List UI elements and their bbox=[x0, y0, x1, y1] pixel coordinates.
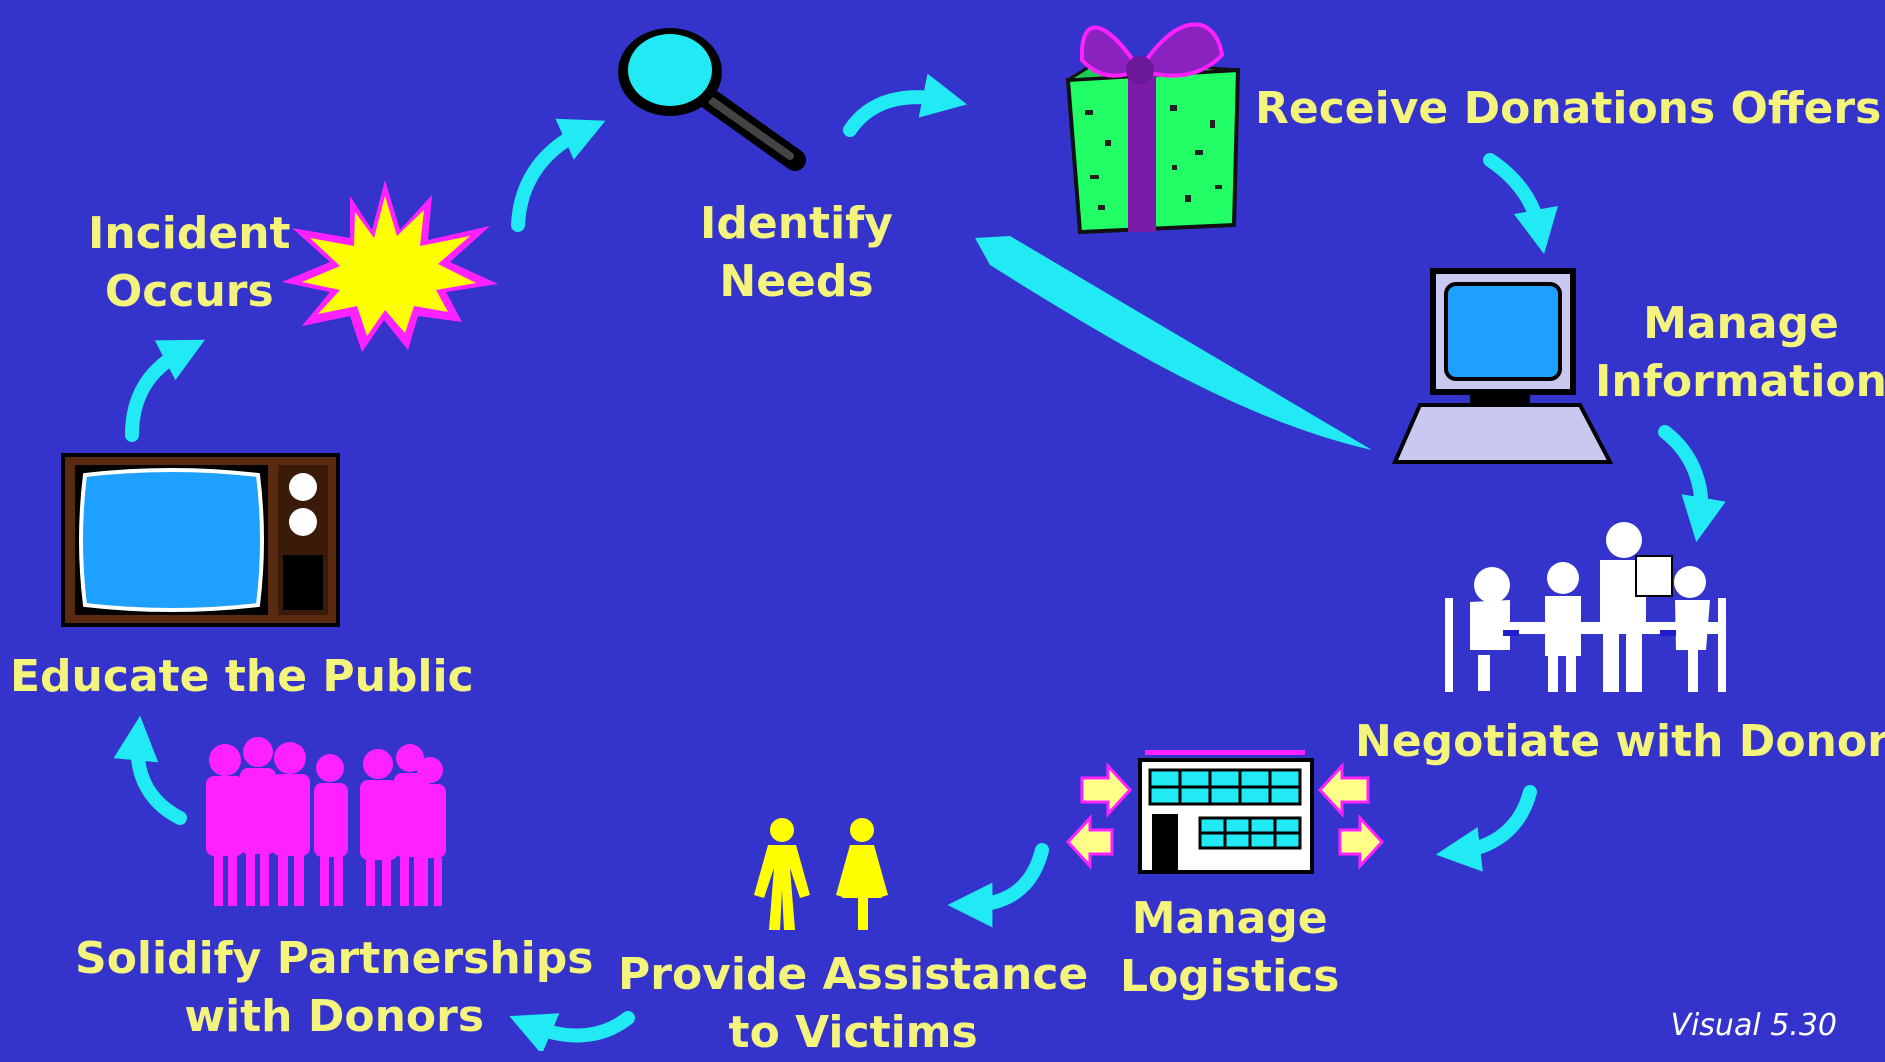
step-provide-assistance: Provide Assistance to Victims bbox=[618, 946, 1088, 1062]
meeting-icon bbox=[1445, 522, 1726, 692]
receive-label: Receive Donations Offers bbox=[1255, 83, 1882, 134]
starburst-icon bbox=[282, 180, 498, 352]
logistics-label-line2: Logistics bbox=[1120, 951, 1340, 1002]
educate-label: Educate the Public bbox=[10, 651, 474, 702]
warehouse-icon bbox=[1065, 750, 1385, 874]
incident-label-line1: Incident bbox=[88, 208, 291, 259]
identify-label-line2: Needs bbox=[719, 256, 874, 307]
identify-label-line1: Identify bbox=[700, 198, 893, 249]
arrow-negotiate-to-logistics bbox=[1435, 785, 1537, 872]
assistance-label-line2: to Victims bbox=[728, 1007, 978, 1058]
solidify-label-line1: Solidify Partnerships bbox=[75, 933, 594, 984]
logistics-label-line1: Manage bbox=[1131, 893, 1328, 944]
arrow-identify-to-receive bbox=[843, 73, 967, 137]
step-manage-information: Manage Information bbox=[1595, 295, 1885, 411]
arrow-educate-to-incident bbox=[125, 339, 205, 442]
manage-info-label-line1: Manage bbox=[1643, 298, 1839, 349]
step-educate-public: Educate the Public bbox=[10, 648, 474, 706]
crowd-icon bbox=[206, 737, 446, 906]
television-icon bbox=[61, 453, 340, 627]
people-icon bbox=[754, 818, 888, 930]
step-manage-logistics: Manage Logistics bbox=[1120, 890, 1339, 1006]
gift-icon bbox=[1065, 22, 1241, 235]
flow-arrows bbox=[113, 73, 1726, 1051]
arrow-logistics-to-assistance bbox=[947, 843, 1049, 928]
step-identify-needs: Identify Needs bbox=[700, 195, 893, 311]
arrow-computer-to-meeting bbox=[1658, 425, 1726, 543]
arrow-solidify-to-educate bbox=[113, 715, 187, 825]
arrow-computer-to-identify bbox=[975, 236, 1372, 450]
computer-icon bbox=[1391, 268, 1614, 464]
solidify-label-line2: with Donors bbox=[184, 991, 485, 1042]
visual-number: Visual 5.30 bbox=[1670, 1008, 1837, 1043]
step-solidify-partnerships: Solidify Partnerships with Donors bbox=[75, 930, 593, 1046]
magnifier-icon bbox=[618, 28, 806, 171]
step-negotiate-donors: Negotiate with Donors bbox=[1355, 713, 1885, 771]
arrow-assistance-to-solidify bbox=[509, 1011, 635, 1051]
step-incident-occurs: Incident Occurs bbox=[88, 205, 291, 321]
step-receive-donations: Receive Donations Offers bbox=[1255, 80, 1881, 138]
assistance-label-line1: Provide Assistance bbox=[618, 949, 1089, 1000]
arrow-incident-to-identify bbox=[511, 118, 606, 232]
negotiate-label: Negotiate with Donors bbox=[1355, 716, 1885, 767]
incident-label-line2: Occurs bbox=[104, 266, 274, 317]
manage-info-label-line2: Information bbox=[1595, 356, 1885, 407]
arrow-receive-to-computer bbox=[1483, 153, 1558, 255]
